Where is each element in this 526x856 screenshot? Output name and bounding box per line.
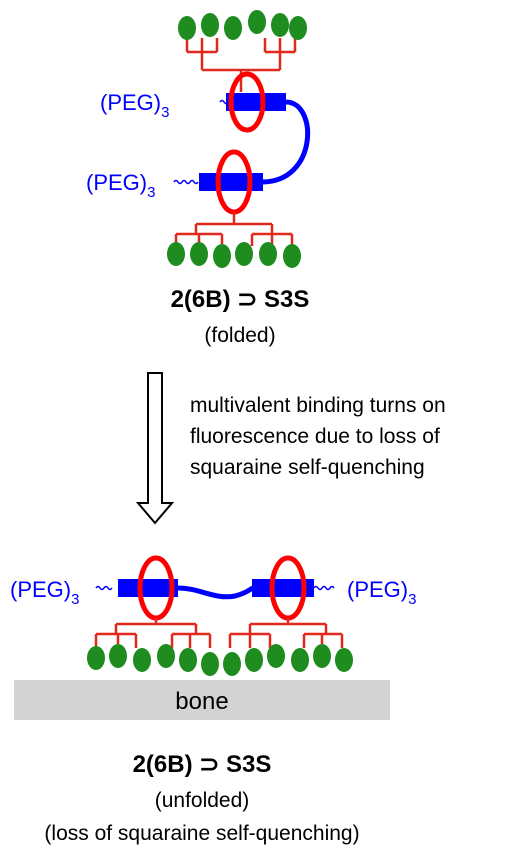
top-ligands	[178, 10, 307, 40]
squaraine-dye	[199, 173, 263, 191]
transition-line-2: fluorescence due to loss of	[190, 425, 440, 448]
ligand	[179, 648, 197, 672]
right-rotaxane	[252, 555, 335, 621]
bottom-rotaxane	[173, 149, 263, 215]
peg-label-right: (PEG)3	[347, 577, 416, 608]
top-dendron	[185, 38, 297, 92]
ligand	[157, 644, 175, 668]
ligand	[289, 16, 307, 40]
ligand	[267, 644, 285, 668]
squaraine-dye	[226, 93, 286, 111]
bone-label: bone	[175, 688, 228, 715]
transition-line-3: squaraine self-quenching	[190, 456, 425, 479]
ligand	[259, 242, 277, 266]
unfolded-complex: (PEG)3 (PEG)3 bone 2(6B) ⊃ S3S (unfolded…	[10, 555, 416, 845]
ligand	[235, 242, 253, 266]
squaraine-dye	[118, 579, 178, 597]
left-rotaxane	[95, 555, 178, 621]
top-rotaxane	[219, 71, 286, 133]
ligand	[283, 244, 301, 268]
ligand	[271, 13, 289, 37]
peg-label-top: (PEG)3	[100, 90, 169, 121]
right-dendron	[228, 618, 344, 648]
ligand	[224, 16, 242, 40]
bone-surface	[14, 680, 390, 720]
squaraine-dye	[252, 579, 314, 597]
ligand	[201, 652, 219, 676]
ligand	[291, 648, 309, 672]
ligand	[201, 13, 219, 37]
ligand	[213, 244, 231, 268]
unfolded-state: (unfolded)	[155, 789, 250, 812]
peg-label-bottom: (PEG)3	[86, 170, 155, 201]
macrocycle-ring	[228, 71, 266, 133]
left-dendron	[94, 618, 212, 648]
transition-line-1: multivalent binding turns on	[190, 394, 446, 417]
linker	[177, 585, 255, 600]
down-arrow-icon	[135, 372, 175, 525]
bottom-dendron	[174, 212, 294, 246]
peg-chain	[95, 585, 113, 591]
ligand	[248, 10, 266, 34]
ligand	[245, 648, 263, 672]
transition: multivalent binding turns on fluorescenc…	[135, 372, 446, 525]
folded-complex: (PEG)3 (PEG)3 2(6B) ⊃ S3S (folded)	[86, 10, 310, 347]
ligand	[190, 242, 208, 266]
ligand	[178, 16, 196, 40]
ligand	[223, 652, 241, 676]
ligand	[167, 242, 185, 266]
ligand	[313, 644, 331, 668]
folded-title: 2(6B) ⊃ S3S	[171, 286, 310, 313]
bottom-ligands	[167, 242, 301, 268]
linker	[261, 99, 310, 185]
unfolded-title: 2(6B) ⊃ S3S	[133, 751, 272, 778]
ligand	[109, 644, 127, 668]
peg-chain	[173, 179, 199, 185]
peg-label-left: (PEG)3	[10, 577, 79, 608]
folded-state: (folded)	[204, 324, 275, 347]
ligand	[87, 646, 105, 670]
ligand	[133, 648, 151, 672]
peg-chain	[313, 585, 335, 591]
bound-ligands	[87, 644, 353, 676]
ligand	[335, 648, 353, 672]
unfolded-note: (loss of squaraine self-quenching)	[44, 822, 359, 845]
